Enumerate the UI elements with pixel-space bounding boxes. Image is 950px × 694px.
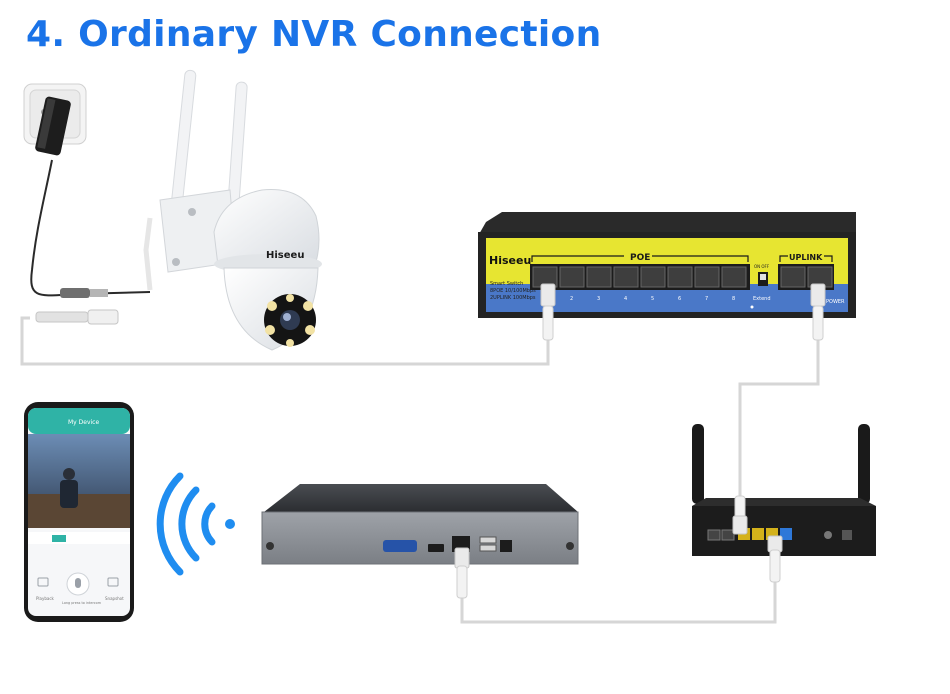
poe-port [559, 266, 585, 288]
switch-model-line1: Smart Switch [490, 281, 523, 287]
cable-power-adapter [30, 159, 151, 297]
port-number: 2 [570, 296, 573, 302]
port-number: 5 [651, 296, 654, 302]
rj45-plug-switch-poe [540, 283, 556, 341]
port-number: 8 [732, 296, 735, 302]
ptz-camera: Hiseeu [159, 69, 322, 351]
wifi-signal-icon [156, 472, 235, 576]
network-cables [20, 159, 820, 624]
port-number: 6 [678, 296, 681, 302]
port-number: 4 [624, 296, 627, 302]
poe-port [694, 266, 720, 288]
page-title: 4. Ordinary NVR Connection [26, 14, 602, 55]
extend-label: Extend [753, 296, 771, 302]
poe-switch: Hiseeu Smart Switch 8POE 10/100Mbps 2UPL… [478, 212, 856, 318]
poe-port-block [530, 264, 750, 290]
cable-switch-to-router [738, 340, 820, 498]
phone-screen-title: My Device [68, 419, 99, 426]
vga-port [383, 540, 417, 552]
phone-btn-playback: Playback [36, 596, 55, 601]
poe-port [613, 266, 639, 288]
rj45-plug-switch-uplink [810, 283, 826, 341]
camera-brand-logo: Hiseeu [266, 250, 304, 261]
cable-camera-pigtail [143, 217, 153, 291]
phone-btn-intercom: Long press to intercom [62, 601, 102, 605]
rj45-plug-router-bottom [767, 535, 783, 583]
phone-btn-snapshot: Snapshot [105, 596, 124, 601]
power-label: POWER [826, 299, 845, 305]
port-number: 7 [705, 296, 708, 302]
switch-model-line3: 2UPLINK 100Mbps [490, 295, 536, 301]
rj45-plug-router-top [732, 495, 748, 535]
uplink-port-block [778, 264, 834, 290]
poe-port [667, 266, 693, 288]
poe-port [586, 266, 612, 288]
cable-nvr-to-router [460, 582, 777, 624]
usb-port [479, 536, 497, 544]
uplink-port [780, 266, 806, 288]
dip-switch-label: ON OFF [754, 264, 770, 269]
port-number: 3 [597, 296, 600, 302]
dc-connectors [35, 288, 119, 325]
switch-brand-logo: Hiseeu [489, 254, 531, 267]
smartphone: My Device Playback Long press to interco… [24, 402, 134, 622]
usb-port [479, 544, 497, 552]
rj45-plug-nvr [454, 547, 470, 599]
poe-group-label: POE [630, 253, 650, 263]
poe-port [640, 266, 666, 288]
router-lan-port [752, 528, 764, 540]
nvr-recorder [261, 484, 579, 565]
router-wan-port [780, 528, 792, 540]
cable-camera-to-switch [20, 316, 550, 366]
router [692, 424, 876, 556]
hdmi-port [428, 544, 444, 552]
uplink-group-label: UPLINK [789, 253, 823, 262]
power-adapter [35, 96, 71, 156]
poe-port [721, 266, 747, 288]
dc-power-port [500, 540, 512, 552]
switch-model-line2: 8POE 10/100Mbps [490, 288, 536, 294]
